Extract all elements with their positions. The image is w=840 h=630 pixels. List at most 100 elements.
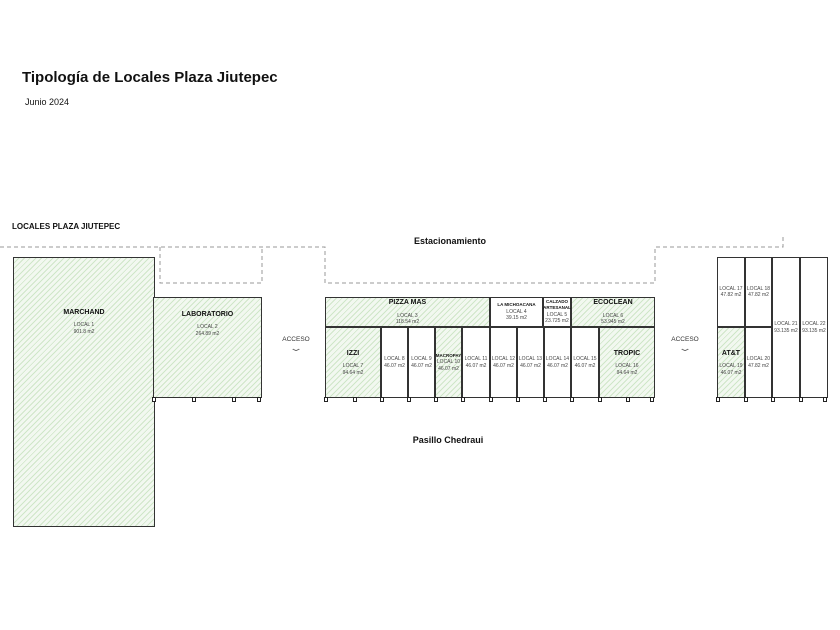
pillar [407, 397, 411, 402]
pillar [650, 397, 654, 402]
local-number: LOCAL 12 [491, 356, 516, 362]
pillar [192, 397, 196, 402]
local-number: LOCAL 22 [802, 321, 826, 327]
pillar [324, 397, 328, 402]
local-number: LOCAL 15 [573, 356, 597, 362]
local-area: 93.135 m2 [774, 327, 798, 334]
local-number: LOCAL 4 [506, 308, 527, 315]
local-area: 46.07 m2 [547, 362, 568, 369]
local-number: LOCAL 3 [397, 312, 418, 319]
local-number: LOCAL 6 [602, 312, 624, 319]
parking-label: Estacionamiento [413, 236, 487, 246]
page-title: Tipología de Locales Plaza Jiutepec [22, 69, 278, 86]
local-area: 47.82 m2 [720, 292, 742, 298]
tenant-name: LA MICHOACANA [497, 302, 536, 308]
access-label: ACCESO [671, 336, 699, 343]
local-number: LOCAL 10 [436, 359, 461, 366]
local-area: 47.82 m2 [748, 362, 769, 369]
access-west: ACCESO ⌄ [282, 336, 309, 354]
pillar [598, 397, 602, 402]
local-number: LOCAL 18 [746, 285, 771, 292]
local-area: 46.07 m2 [465, 362, 487, 369]
local-area: 46.07 m2 [720, 369, 742, 376]
local-number: LOCAL 19 [719, 363, 743, 370]
local-area: 264.89 m2 [195, 330, 220, 337]
corridor-label: Pasillo Chedraui [412, 435, 484, 445]
local-number: LOCAL 2 [197, 324, 218, 331]
local-number: LOCAL 14 [545, 356, 570, 362]
pillar [771, 397, 775, 402]
access-east: ACCESO ⌄ [671, 336, 698, 354]
pillar [152, 397, 156, 402]
local-area: 901.8 m2 [73, 328, 95, 335]
pillar [570, 397, 574, 402]
tenant-name: TROPIC [613, 349, 641, 357]
local-number: LOCAL 16 [615, 363, 639, 370]
chevron-down-icon: ⌄ [288, 343, 304, 353]
pillar [516, 397, 520, 402]
local-area: 46.07 m2 [438, 365, 459, 372]
tenant-name: ECOCLEAN [593, 299, 633, 307]
pillar [543, 397, 547, 402]
local-number: LOCAL 9 [411, 356, 432, 362]
tenant-name: MACROPAY [435, 352, 462, 358]
page-subtitle: Junio 2024 [25, 97, 70, 107]
pillar [823, 397, 827, 402]
tenant-name: CALZADO ARTESANAL [543, 299, 571, 310]
chevron-down-icon: ⌄ [677, 343, 693, 353]
local-area: 46.07 m2 [574, 362, 596, 369]
local-area: 118.54 m2 [395, 319, 420, 326]
local-number: LOCAL 17 [719, 285, 743, 292]
local-number: LOCAL 21 [774, 321, 798, 327]
local-area: 94.64 m2 [342, 369, 364, 376]
pillar [799, 397, 803, 402]
pillar [380, 397, 384, 402]
local-area: 53.945 m2 [601, 319, 625, 326]
local-area: 46.07 m2 [384, 362, 405, 369]
local-number: LOCAL 1 [73, 322, 95, 329]
local-number: LOCAL 13 [518, 356, 543, 362]
access-label: ACCESO [282, 336, 310, 343]
pillar [257, 397, 261, 402]
local-area: 93.135 m2 [802, 327, 826, 334]
local-number: LOCAL 7 [342, 363, 364, 370]
pillar [232, 397, 236, 402]
pillar [434, 397, 438, 402]
pillar [353, 397, 357, 402]
tenant-name: IZZI [346, 349, 360, 357]
pillar [716, 397, 720, 402]
local-area: 39.15 m2 [506, 315, 527, 322]
tenant-name: AT&T [721, 349, 741, 357]
pillar [489, 397, 493, 402]
plan-label: LOCALES PLAZA JIUTEPEC [12, 222, 121, 231]
local-area: 94.64 m2 [616, 369, 638, 376]
local-area: 46.07 m2 [520, 362, 541, 369]
tenant-name: MARCHAND [63, 309, 105, 316]
local-area: 46.07 m2 [411, 362, 432, 369]
tenant-name: PIZZA MAS [388, 299, 427, 307]
